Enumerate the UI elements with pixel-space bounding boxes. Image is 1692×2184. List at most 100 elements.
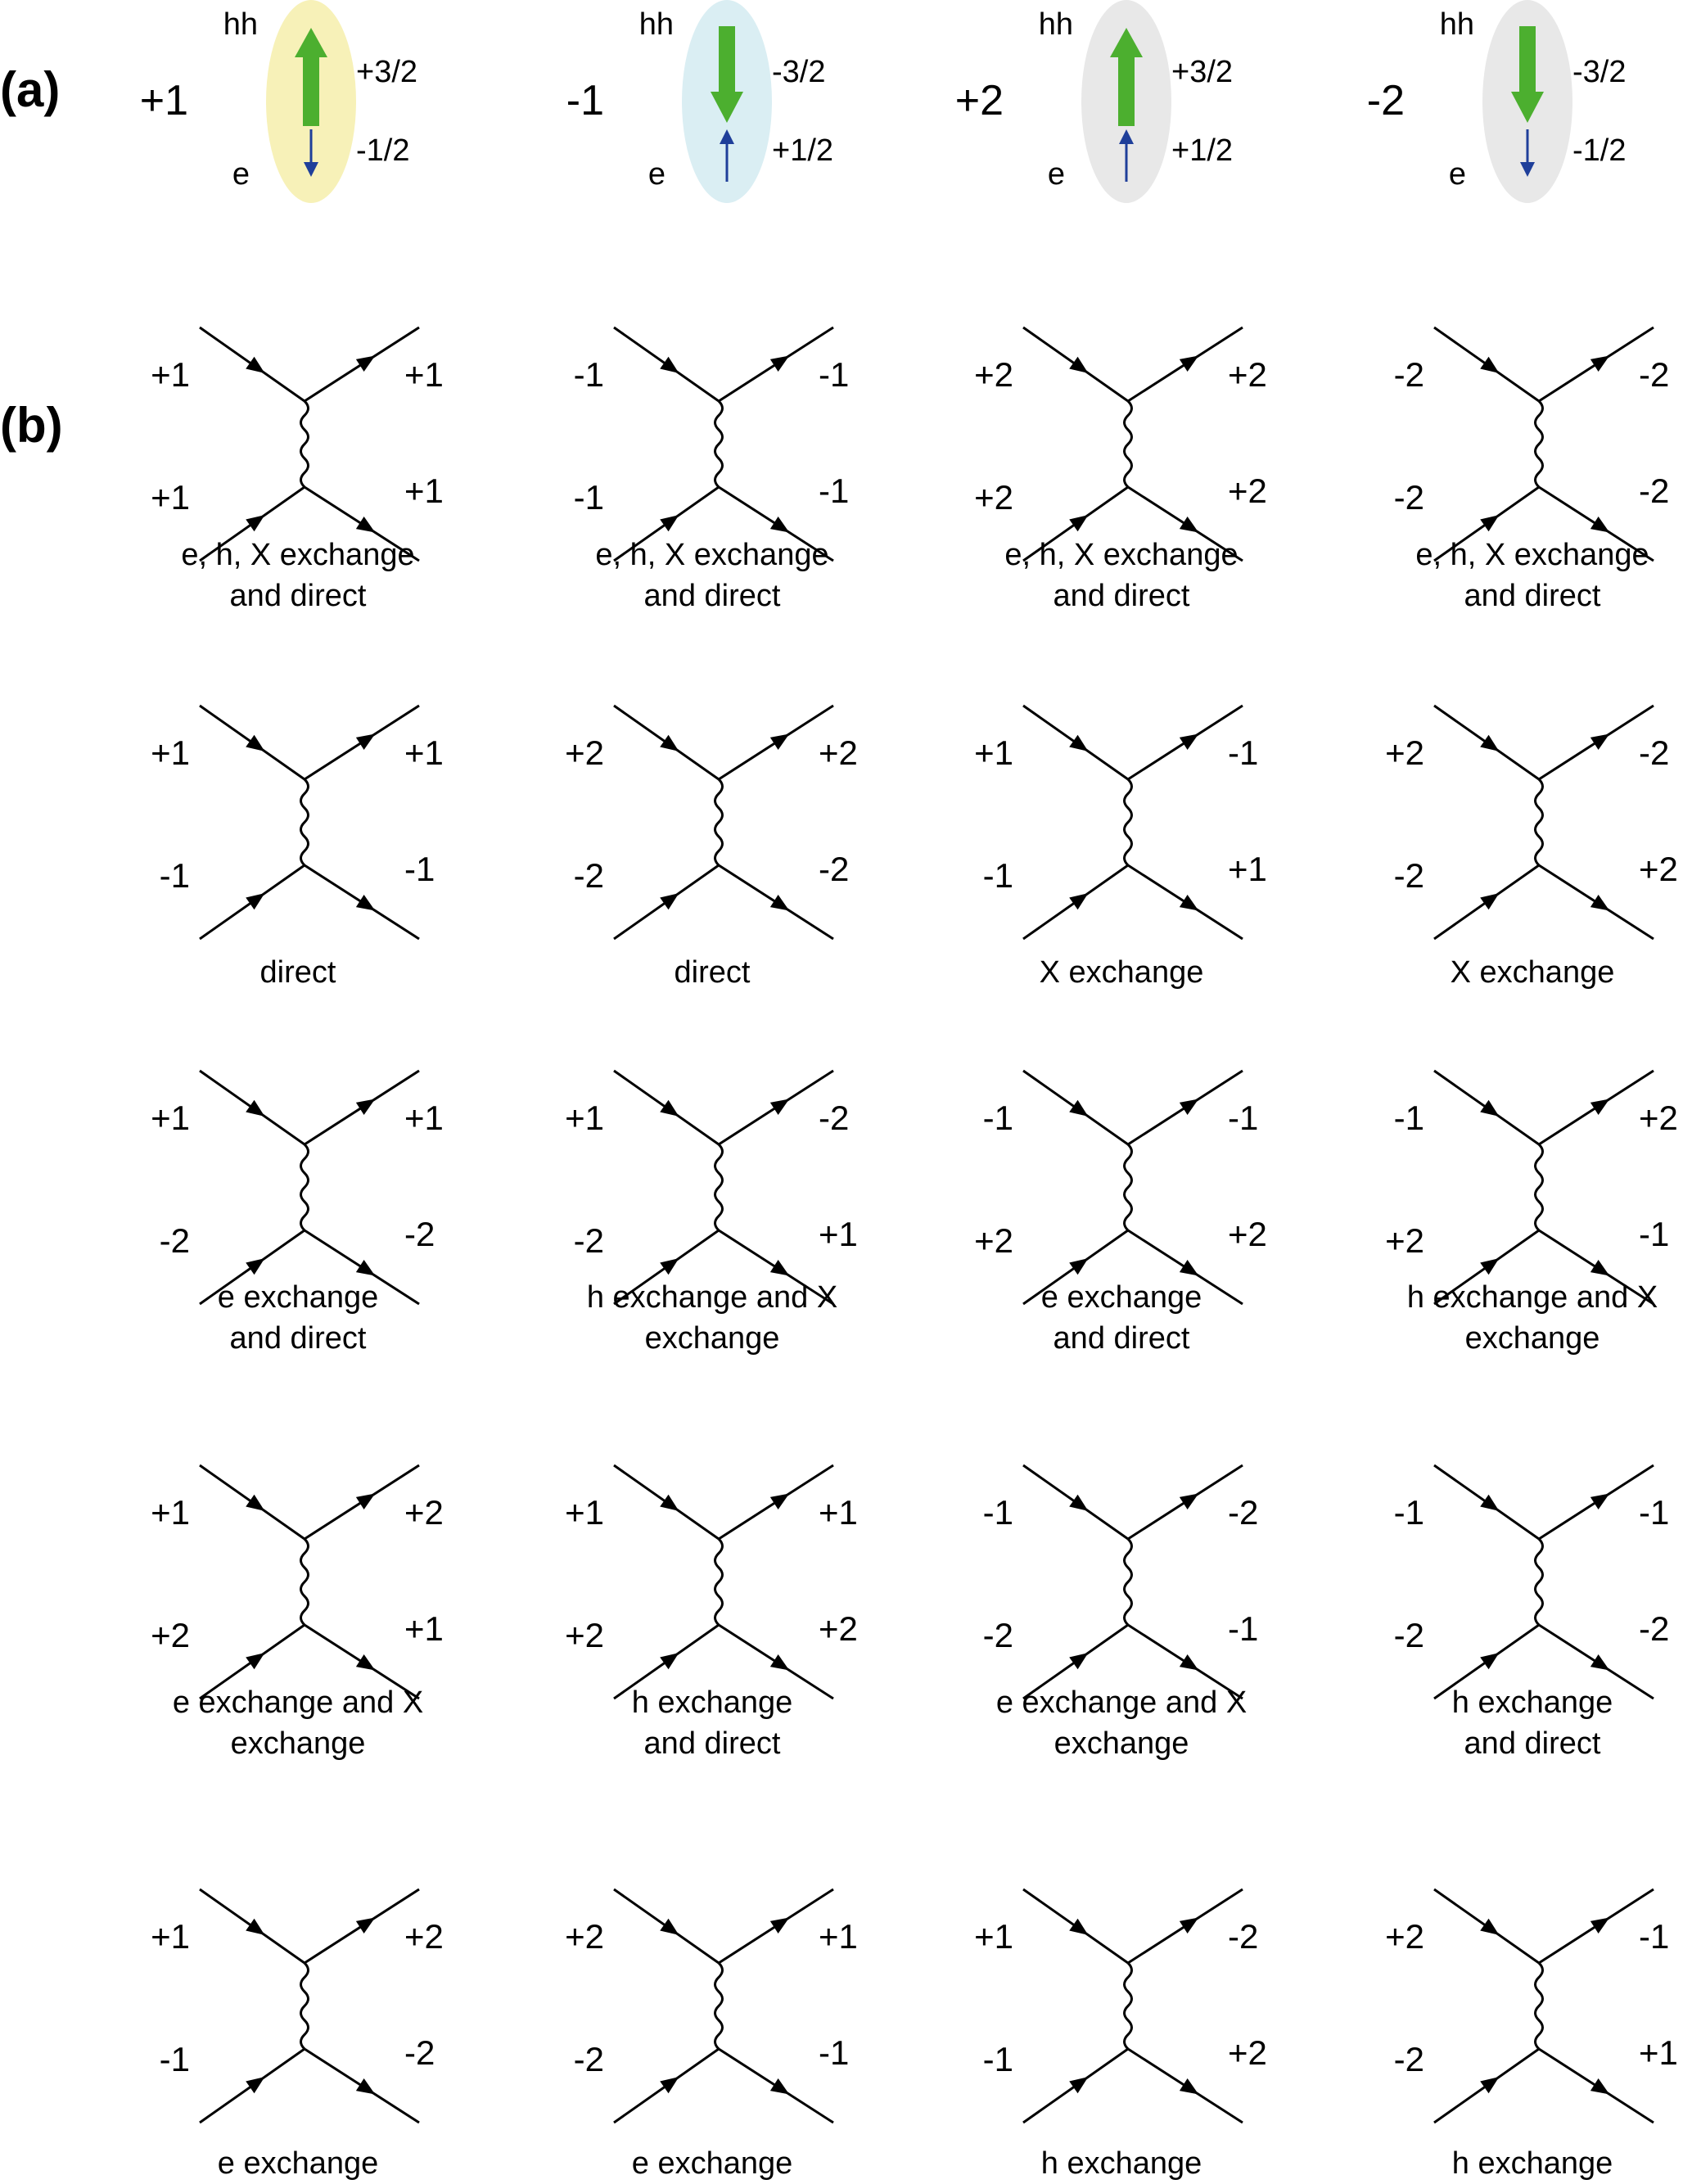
direction-arrow-icon <box>1590 1099 1610 1116</box>
direction-arrow-icon <box>355 733 376 751</box>
caption-line: h exchange and X <box>587 1280 837 1315</box>
outgoing-line-top <box>304 1069 420 1146</box>
interaction-wavy-line <box>300 778 309 867</box>
outgoing-line-top <box>1538 1464 1654 1541</box>
diagram-caption: direct <box>260 955 336 990</box>
diagram-caption: e exchange <box>218 2146 379 2181</box>
label-top-left: +2 <box>974 355 1013 394</box>
electron-spin-down-arrow-icon <box>304 129 318 177</box>
label-bottom-left: -2 <box>1394 478 1424 517</box>
direction-arrow-icon <box>246 893 265 910</box>
label-bottom-left: -1 <box>160 856 190 895</box>
outgoing-line-top <box>718 1069 834 1146</box>
outgoing-line-bottom <box>1538 485 1654 562</box>
heavy-hole-label: hh <box>639 7 674 42</box>
label-bottom-left: +2 <box>565 1616 604 1654</box>
label-top-left: -1 <box>1394 1493 1424 1532</box>
incoming-line-top <box>199 1464 305 1541</box>
caption-line: e exchange and X <box>996 1685 1247 1720</box>
incoming-line-bottom <box>613 485 720 562</box>
direction-arrow-icon <box>1179 516 1199 533</box>
panel-a-label: (a) <box>0 62 60 117</box>
incoming-line-bottom <box>1022 864 1129 941</box>
outgoing-line-bottom <box>1538 2047 1654 2124</box>
interaction-wavy-line <box>714 1537 724 1627</box>
outgoing-line-top <box>718 1888 834 1965</box>
incoming-line-bottom <box>199 864 305 941</box>
direction-arrow-icon <box>1069 515 1089 532</box>
outgoing-line-bottom <box>718 485 834 562</box>
electron-label: e <box>648 157 666 192</box>
incoming-line-bottom <box>1022 1623 1129 1700</box>
label-bottom-right: -1 <box>1228 1609 1258 1648</box>
caption-line: e, h, X exchange <box>181 538 414 572</box>
outgoing-line-top <box>1127 704 1243 781</box>
incoming-line-top <box>1433 1888 1540 1965</box>
direction-arrow-icon <box>1179 1654 1199 1671</box>
heavy-hole-label: hh <box>223 7 258 42</box>
outgoing-line-top <box>718 704 834 781</box>
state-value: +2 <box>955 77 1004 124</box>
panel-b-label: (b) <box>0 398 63 453</box>
interaction-wavy-line <box>300 1143 309 1232</box>
diagram-caption: h exchange and X exchange <box>587 1280 837 1356</box>
incoming-line-top <box>199 704 305 781</box>
caption-line: exchange <box>1465 1321 1600 1356</box>
direction-arrow-icon <box>1179 1259 1199 1276</box>
outgoing-line-bottom <box>304 864 420 941</box>
direction-arrow-icon <box>1069 1494 1089 1511</box>
outgoing-line-top <box>1538 1888 1654 1965</box>
direction-arrow-icon <box>1480 1099 1500 1117</box>
caption-line: h exchange and X <box>1407 1280 1658 1315</box>
direction-arrow-icon <box>1480 356 1500 373</box>
direction-arrow-icon <box>1069 356 1089 373</box>
caption-line: e, h, X exchange <box>1004 538 1238 572</box>
incoming-line-top <box>1022 326 1129 403</box>
direction-arrow-icon <box>769 733 790 751</box>
incoming-line-bottom <box>1433 2047 1540 2124</box>
incoming-line-bottom <box>1433 1229 1540 1306</box>
caption-line: exchange <box>645 1321 780 1356</box>
label-bottom-left: -2 <box>1394 856 1424 895</box>
direction-arrow-icon <box>355 516 376 533</box>
caption-line: e, h, X exchange <box>595 538 828 572</box>
electron-spin-up-arrow-icon <box>720 129 734 182</box>
outgoing-line-top <box>1538 1069 1654 1146</box>
caption-line: e, h, X exchange <box>1415 538 1649 572</box>
interaction-wavy-line <box>1534 399 1544 489</box>
incoming-line-top <box>1022 1888 1129 1965</box>
label-top-left: +2 <box>565 1917 604 1956</box>
state-value: -2 <box>1367 77 1405 124</box>
direction-arrow-icon <box>246 1918 265 1935</box>
interaction-wavy-line <box>1123 399 1133 489</box>
interaction-wavy-line <box>1123 1961 1133 2051</box>
label-bottom-left: -2 <box>1394 2040 1424 2078</box>
outgoing-line-top <box>1127 326 1243 403</box>
electron-spin-label: -1/2 <box>356 133 409 168</box>
label-top-left: +1 <box>151 1493 190 1532</box>
direction-arrow-icon <box>355 894 376 911</box>
outgoing-line-bottom <box>1127 1623 1243 1700</box>
direction-arrow-icon <box>355 1654 376 1671</box>
hole-spin-label: +3/2 <box>1171 55 1233 89</box>
outgoing-line-bottom <box>1538 864 1654 941</box>
outgoing-line-bottom <box>718 2047 834 2124</box>
direction-arrow-icon <box>1069 1653 1089 1670</box>
label-bottom-left: -2 <box>160 1221 190 1260</box>
incoming-line-top <box>199 326 305 403</box>
direction-arrow-icon <box>246 356 265 373</box>
direction-arrow-icon <box>355 2078 376 2095</box>
label-top-right: -1 <box>1228 733 1258 772</box>
label-top-left: +1 <box>565 1099 604 1137</box>
label-bottom-right: +2 <box>819 1609 858 1648</box>
